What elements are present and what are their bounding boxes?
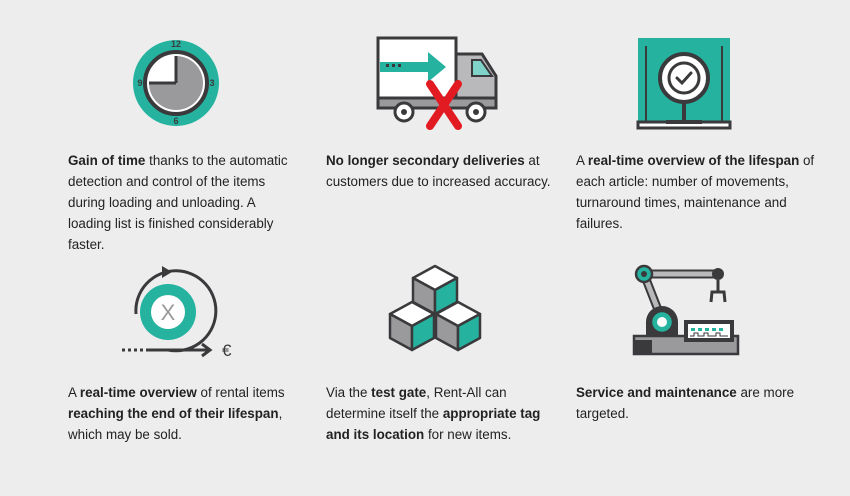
text-phrase: of each article: number of movements, tu… [576, 153, 815, 231]
robot-arm-icon [632, 264, 740, 356]
bold-phrase: test gate [371, 385, 427, 400]
feature-text-end-of-life: A real-time overview of rental items rea… [68, 382, 298, 445]
bold-phrase: Service and maintenance [576, 385, 737, 400]
clock-label-6: 6 [173, 116, 178, 126]
text-phrase: A [576, 153, 588, 168]
feature-text-lifespan-overview: A real-time overview of the lifespan of … [576, 150, 816, 234]
text-phrase: are more targeted. [576, 385, 795, 421]
text-phrase: , which may be sold. [68, 406, 283, 442]
stopwatch-icon: 12 3 6 9 [133, 39, 219, 126]
text-phrase: of rental items [196, 385, 285, 400]
cycle-letter: X [161, 300, 176, 325]
feature-text-deliveries: No longer secondary deliveries at custom… [326, 150, 556, 192]
text-phrase: for new items. [424, 427, 512, 442]
bold-phrase: reaching the end of their lifespan [68, 406, 279, 421]
cycle-euro-icon: X € [122, 266, 232, 360]
feature-text-test-gate: Via the test gate, Rent-All can determin… [326, 382, 566, 445]
feature-text-loading: Gain of time thanks to the automatic det… [68, 150, 298, 255]
text-phrase: at customers due to increased accuracy. [326, 153, 551, 189]
cubes-icon [388, 264, 482, 352]
bold-phrase: Gain of time [68, 153, 146, 168]
clock-label-9: 9 [137, 78, 142, 88]
clock-label-12: 12 [171, 39, 181, 49]
magnifier-check-icon [636, 38, 732, 130]
feature-text-maintenance: Service and maintenance are more targete… [576, 382, 816, 424]
clock-label-3: 3 [209, 78, 214, 88]
text-phrase: Via the [326, 385, 372, 400]
text-phrase: A [68, 385, 80, 400]
truck-crossed-icon [376, 36, 498, 130]
text-phrase: thanks to the automatic detection and co… [68, 153, 288, 252]
bold-phrase: appropriate tag and its location [326, 406, 541, 442]
bold-phrase: real-time overview of the lifespan [587, 153, 800, 168]
bold-phrase: real-time overview [79, 385, 197, 400]
euro-symbol: € [222, 341, 232, 360]
bold-phrase: No longer secondary deliveries [326, 153, 525, 168]
text-phrase: , Rent-All can determine itself the [326, 385, 507, 421]
